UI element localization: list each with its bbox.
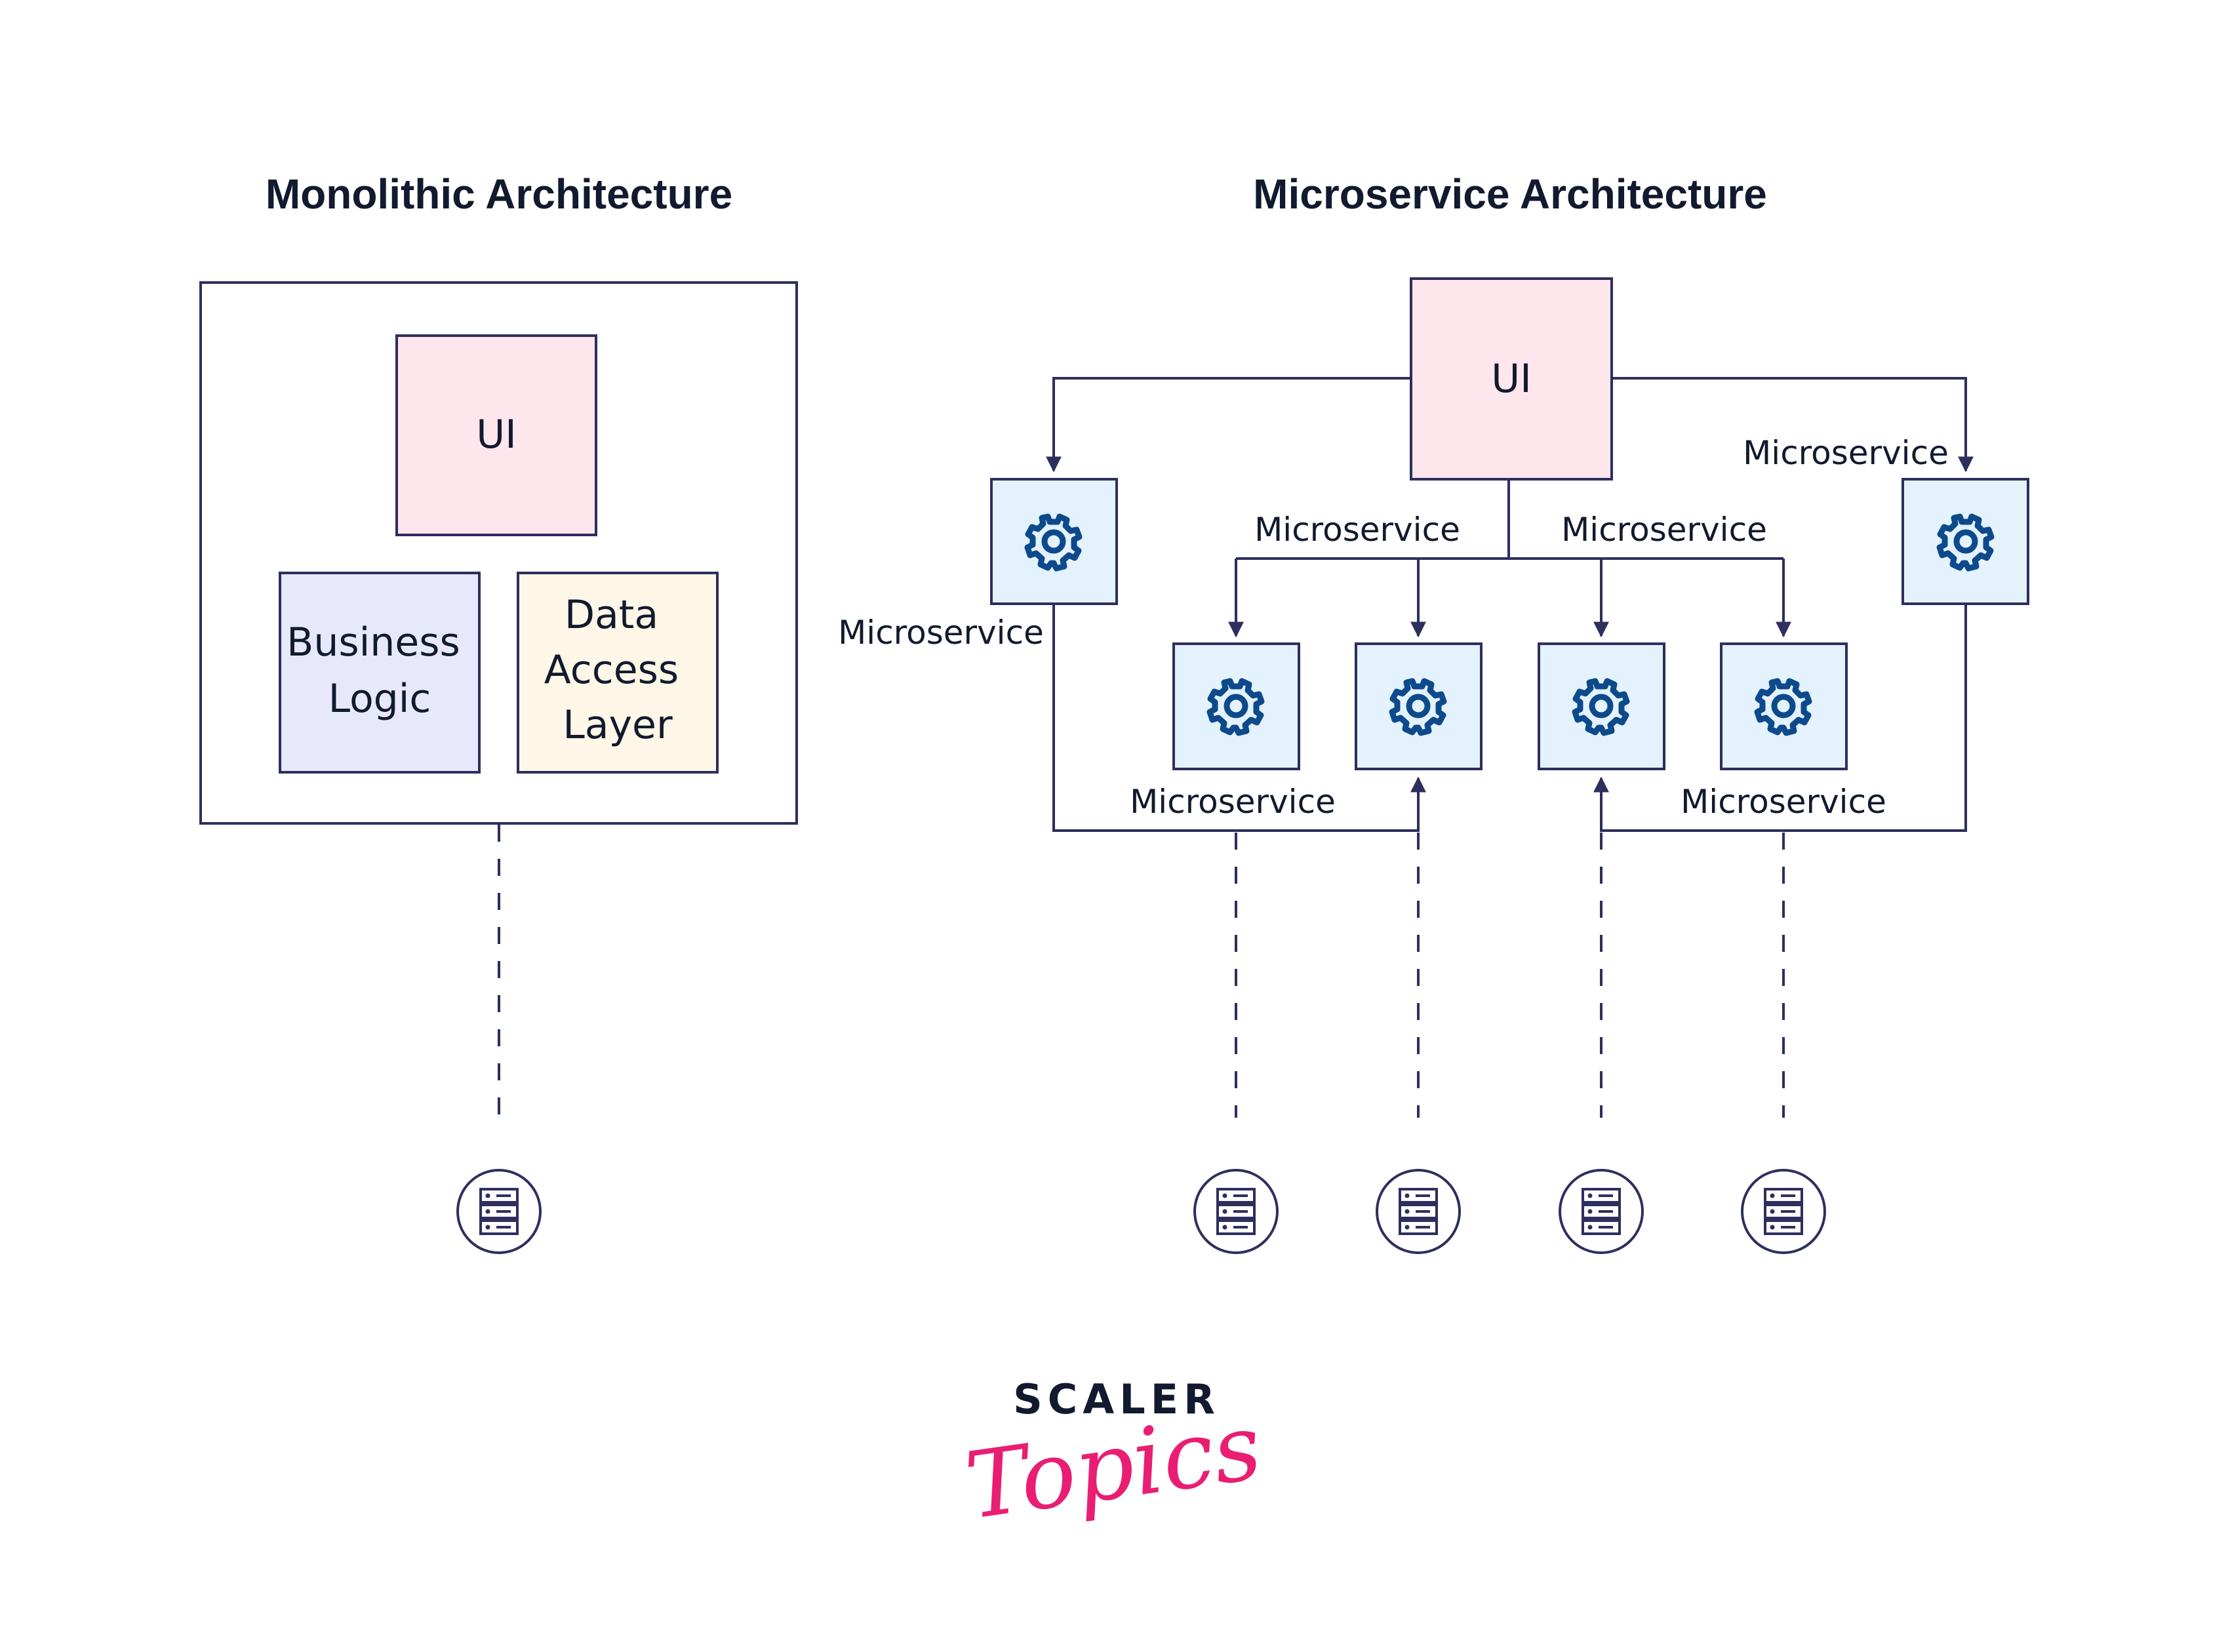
logo-scaler-text: SCALER [1013,1375,1220,1423]
microservice-section: Microservice Architecture UI [838,170,2029,1254]
service-label-right: Microservice [1743,434,1949,472]
microservice-ui-box: UI [1410,277,1613,481]
data-access-line-1: Data [565,592,658,638]
svg-text:Data Access La: Data Access Layer [544,592,691,748]
svg-text:Business Logic: Business Logic [287,620,473,722]
service-box-1 [1172,642,1300,770]
service-box-2 [1355,642,1483,770]
monolithic-title: Monolithic Architecture [266,170,732,218]
business-logic-line-2: Logic [329,676,431,722]
service-label-bottom-left: Microservice [1130,783,1336,821]
edge-ui-to-left-service [1046,377,1411,473]
server-stack-icon [1741,1169,1826,1254]
data-access-line-3: Layer [563,702,673,748]
server-stack-icon [1559,1169,1644,1254]
logo-topics-text: Topics [959,1393,1267,1540]
data-access-layer-box: Data Access Layer [517,572,719,774]
business-logic-box: Business Logic [279,572,481,774]
service-label-left: Microservice [838,614,1044,652]
edge-right-service-to-service-3 [1593,604,1967,832]
microservice-title: Microservice Architecture [1253,170,1767,218]
monolithic-section: Monolithic Architecture UI Business Logi… [199,170,798,1254]
scaler-topics-logo: SCALER Topics [959,1375,1267,1541]
data-access-line-2: Access [544,647,679,693]
microservice-ui-label: UI [1491,356,1532,402]
service-box-3 [1538,642,1665,770]
monolithic-ui-label: UI [476,412,517,458]
service-label-bottom-right: Microservice [1681,783,1886,821]
edge-left-service-to-service-2 [1052,604,1426,832]
server-stack-icon [1193,1169,1279,1254]
monolithic-ui-box: UI [395,334,597,536]
server-stack-icon [456,1169,542,1254]
service-box-4 [1720,642,1848,770]
server-stack-icon [1376,1169,1461,1254]
service-box-right [1901,478,2029,605]
business-logic-line-1: Business [287,620,460,665]
service-label-branch-right: Microservice [1561,511,1767,549]
service-box-left [990,478,1118,605]
service-label-branch-left: Microservice [1254,511,1460,549]
edge-ui-to-right-service [1612,377,1974,473]
